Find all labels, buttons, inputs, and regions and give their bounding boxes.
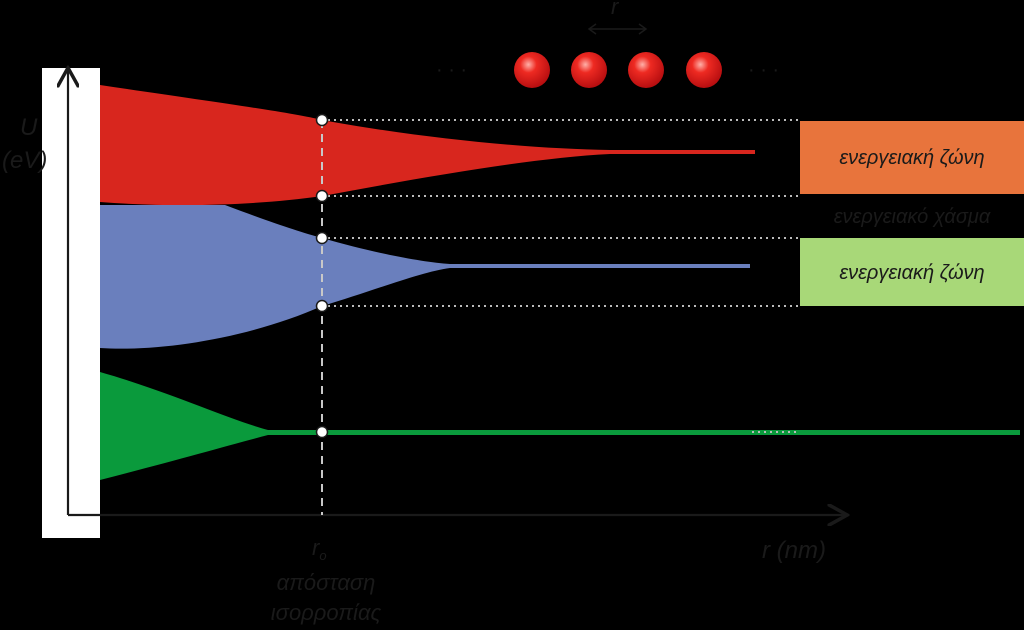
atom-chain [514, 52, 722, 88]
equilibrium-sub: o [319, 548, 326, 563]
wall-strip [42, 68, 100, 538]
lower-band-box-label: ενεργειακή ζώνη [839, 262, 984, 284]
lower-band-shape [100, 205, 750, 349]
dotted-guides [322, 119, 800, 433]
ellipsis-left: · · · [436, 59, 467, 81]
spacing-label: r [611, 0, 620, 19]
atom [628, 52, 664, 88]
atom [571, 52, 607, 88]
core-level-shape [100, 372, 1020, 480]
gap-label: ενεργειακό χάσμα [834, 206, 991, 228]
upper-band-box-label: ενεργειακή ζώνη [839, 147, 984, 169]
intersection-markers [315, 113, 329, 439]
equilibrium-symbol: ro [312, 535, 327, 563]
spacing-arrow [587, 23, 648, 35]
y-axis-label-line1: U [20, 114, 38, 141]
upper-band-box [800, 121, 1024, 194]
atom [514, 52, 550, 88]
x-axis-label: r (nm) [762, 537, 826, 564]
ellipsis-right: · · · [748, 59, 779, 81]
equilibrium-caption-line1: απόσταση [277, 570, 376, 595]
upper-band-shape [100, 85, 755, 206]
equilibrium-r: r [312, 535, 321, 560]
lower-band-box [800, 238, 1024, 306]
y-axis-label-line2: (eV) [2, 147, 47, 174]
atom [686, 52, 722, 88]
equilibrium-caption-line2: ισορροπίας [271, 600, 382, 625]
